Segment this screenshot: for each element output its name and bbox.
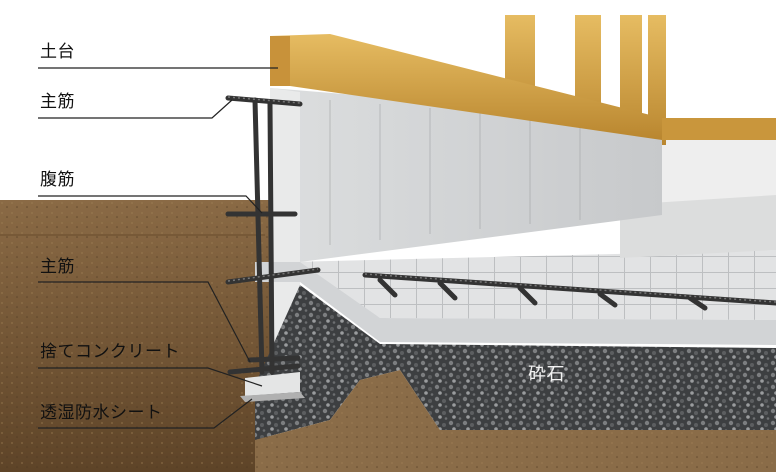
gravel-bed xyxy=(255,285,776,440)
label-main-rebar-top: 主筋 xyxy=(40,92,75,112)
label-moisture-sheet: 透湿防水シート xyxy=(40,403,163,423)
rebar-cage xyxy=(225,95,776,375)
label-sill: 土台 xyxy=(40,42,75,62)
moisture-barrier-sheet xyxy=(240,392,305,402)
label-web-rebar: 腹筋 xyxy=(40,170,75,190)
label-lean-concrete: 捨てコンクリート xyxy=(40,342,180,362)
label-main-rebar-bottom: 主筋 xyxy=(40,257,75,277)
foundation-stem-wall xyxy=(270,88,662,262)
label-gravel: 砕石 xyxy=(528,364,565,385)
leader-lines xyxy=(38,67,278,429)
sill-timber xyxy=(270,34,662,140)
lean-concrete xyxy=(245,372,300,396)
footing xyxy=(255,262,776,345)
